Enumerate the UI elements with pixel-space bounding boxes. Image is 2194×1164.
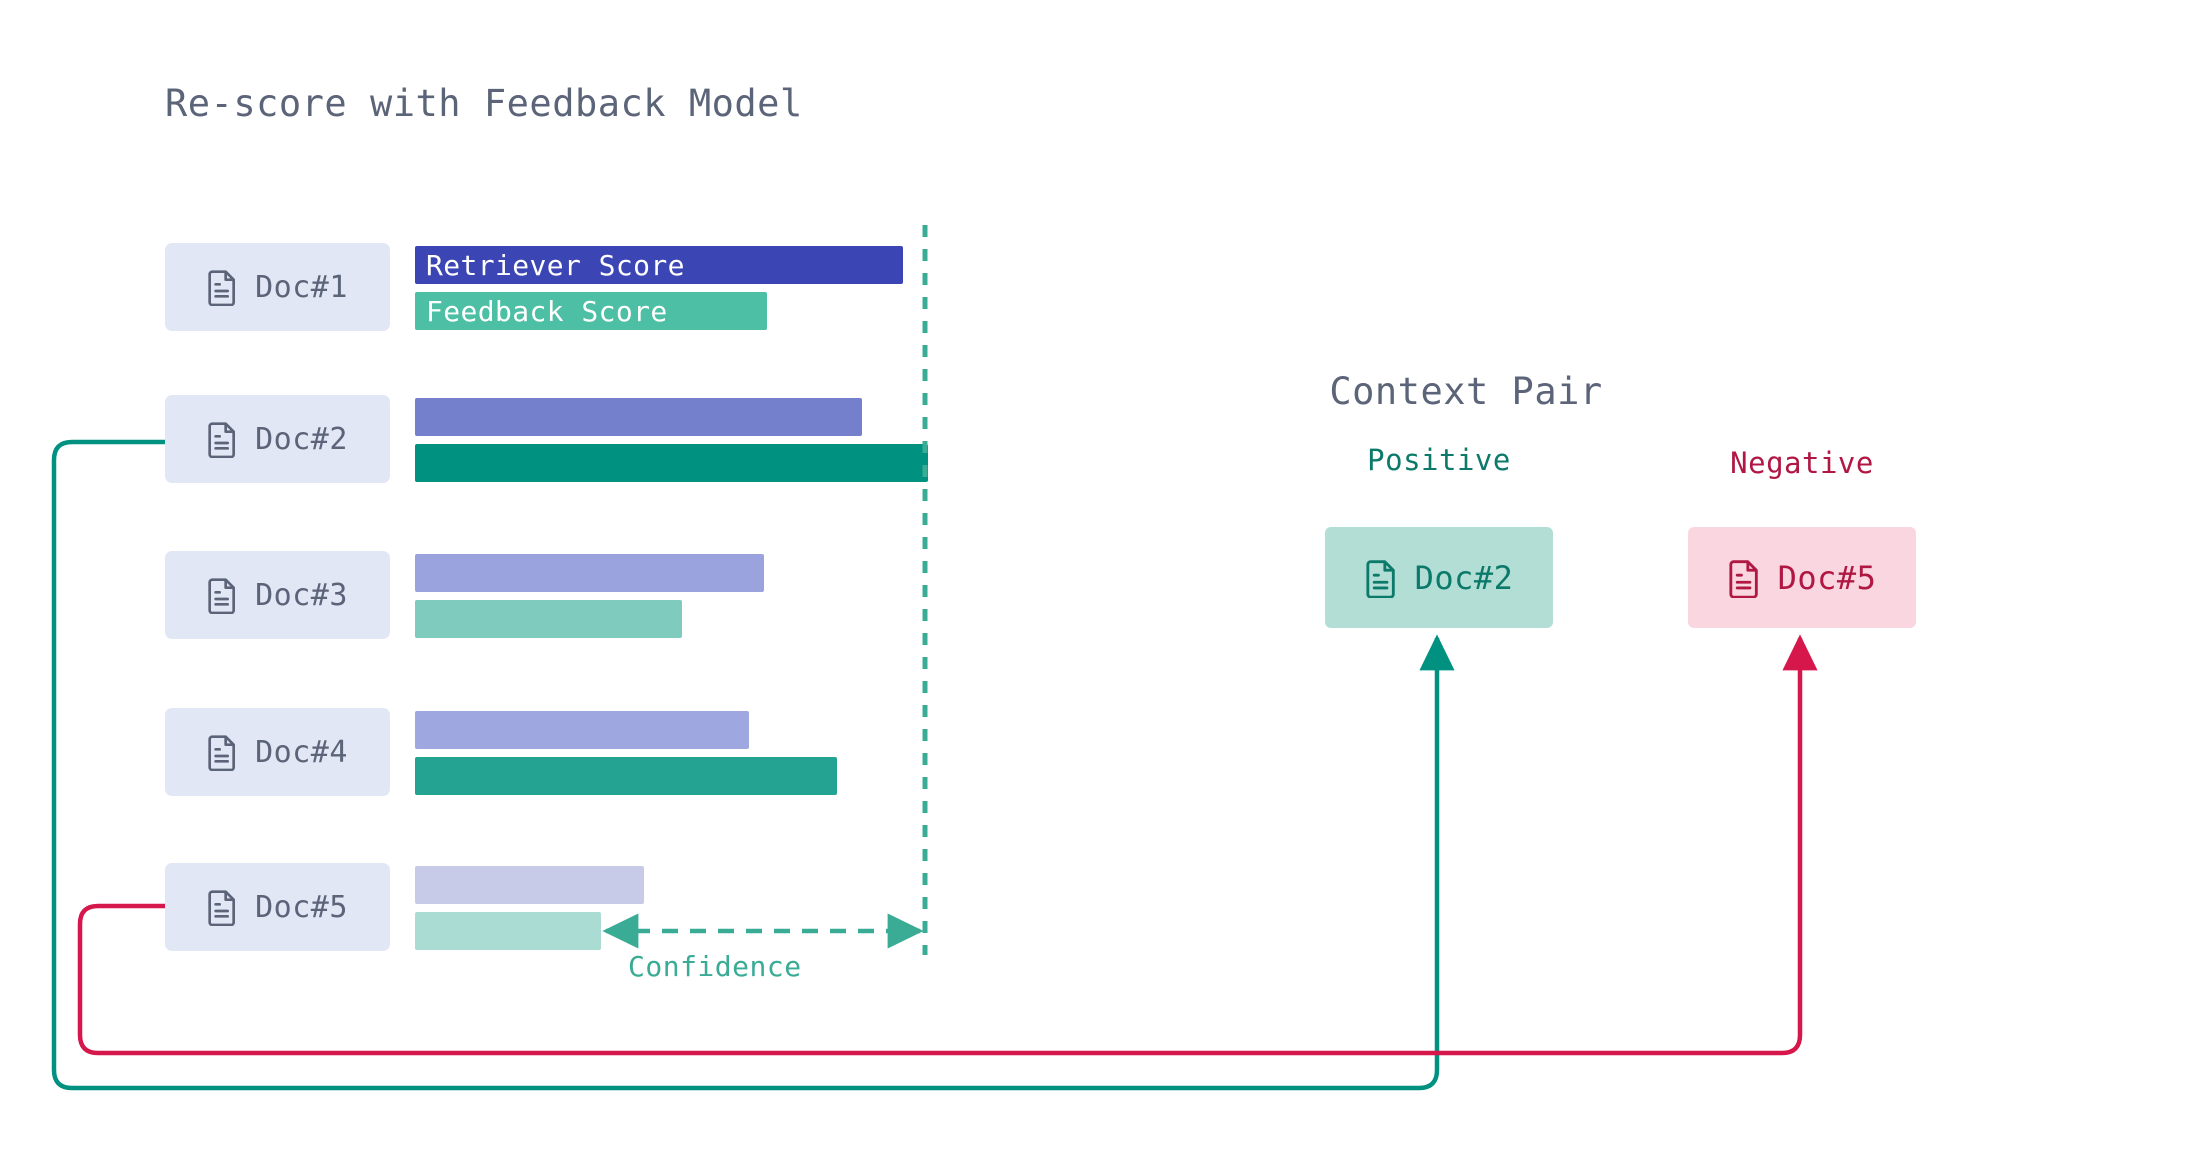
feedback-score-legend-label: Feedback Score [426, 294, 668, 328]
positive-tag: Positive [1367, 443, 1511, 477]
document-icon [207, 888, 239, 926]
doc-card-label: Doc#2 [255, 421, 348, 457]
retriever-score-legend-label: Retriever Score [426, 248, 685, 282]
feedback-score-bar [415, 757, 837, 795]
retriever-score-bar [415, 398, 862, 436]
feedback-score-bar [415, 912, 601, 950]
positive-doc-label: Doc#2 [1414, 558, 1514, 597]
doc-card[interactable]: Doc#1 [165, 243, 390, 331]
retriever-score-bar [415, 711, 749, 749]
context-pair-title: Context Pair [1329, 370, 1603, 413]
doc-card[interactable]: Doc#4 [165, 708, 390, 796]
doc-card[interactable]: Doc#3 [165, 551, 390, 639]
document-icon [207, 420, 239, 458]
doc-card-label: Doc#5 [255, 889, 348, 925]
doc-card[interactable]: Doc#2 [165, 395, 390, 483]
negative-doc-label: Doc#5 [1777, 558, 1877, 597]
retriever-score-bar [415, 554, 764, 592]
doc-card-label: Doc#3 [255, 577, 348, 613]
confidence-label: Confidence [628, 950, 802, 983]
negative-tag: Negative [1730, 446, 1874, 480]
doc-card-label: Doc#4 [255, 734, 348, 770]
negative-connector [77, 634, 1818, 1056]
document-icon [207, 268, 239, 306]
page-title: Re-score with Feedback Model [165, 82, 803, 125]
retriever-score-bar: Retriever Score [415, 246, 903, 284]
feedback-score-bar [415, 444, 928, 482]
positive-doc-card[interactable]: Doc#2 [1325, 527, 1553, 628]
retriever-score-bar [415, 866, 644, 904]
doc-card-label: Doc#1 [255, 269, 348, 305]
document-icon [207, 733, 239, 771]
feedback-score-bar: Feedback Score [415, 292, 767, 330]
negative-doc-card[interactable]: Doc#5 [1688, 527, 1916, 628]
document-icon [1728, 558, 1762, 598]
document-icon [207, 576, 239, 614]
feedback-score-bar [415, 600, 682, 638]
document-icon [1365, 558, 1399, 598]
doc-card[interactable]: Doc#5 [165, 863, 390, 951]
